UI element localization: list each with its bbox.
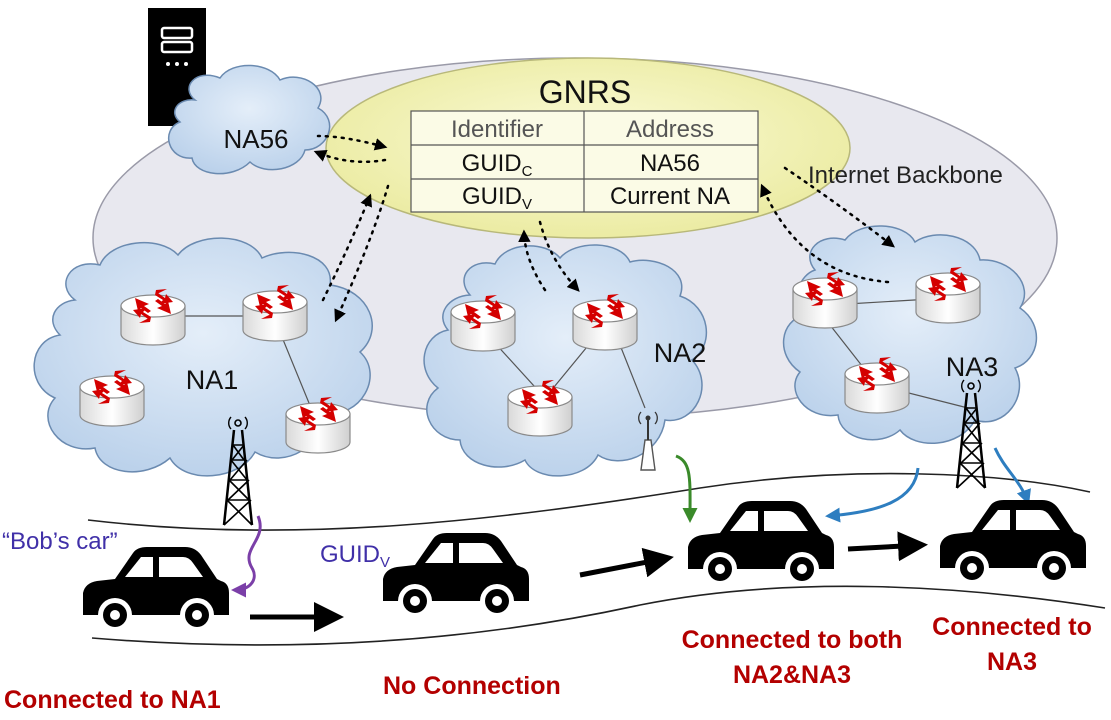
caption-na3-line1: Connected to xyxy=(932,613,1092,641)
caption-na3-line2: NA3 xyxy=(987,648,1037,676)
dotted-arrow xyxy=(783,166,895,248)
guid-v-label: GUIDV xyxy=(320,541,390,571)
table-row-1-address: NA56 xyxy=(640,150,700,177)
motion-arrow xyxy=(847,531,928,562)
gnrs-title: GNRS xyxy=(539,74,631,110)
bobs-car-label: “Bob’s car” xyxy=(2,528,118,555)
car-icon xyxy=(688,501,834,586)
table-row-2-identifier: GUIDV xyxy=(462,183,532,213)
caption-both-line2: NA2&NA3 xyxy=(733,661,851,689)
gnrs-table: Identifier Address GUIDC NA56 GUIDV Curr… xyxy=(410,110,759,213)
wireless-link-na3-to-car3 xyxy=(825,467,920,523)
table-row-1-identifier: GUIDC xyxy=(462,150,533,180)
car-icon xyxy=(83,547,229,632)
car-icon xyxy=(940,500,1086,585)
wireless-link-na1 xyxy=(231,515,262,598)
cloud-label-na56: NA56 xyxy=(223,124,288,154)
cloud-label-na1: NA1 xyxy=(186,365,239,395)
caption-both-line1: Connected to both xyxy=(682,626,903,654)
backbone-label: Internet Backbone xyxy=(808,162,1003,189)
table-header-address: Address xyxy=(626,116,714,143)
table-row-2-address: Current NA xyxy=(610,183,730,210)
caption-no-connection: No Connection xyxy=(383,672,561,700)
cloud-label-na2: NA2 xyxy=(654,338,707,368)
dotted-arrow xyxy=(538,220,580,292)
car-icon xyxy=(383,533,529,618)
wireless-link-na2 xyxy=(675,454,698,523)
wireless-link-na3-to-car4 xyxy=(993,447,1031,505)
dotted-arrow xyxy=(334,184,390,323)
dotted-arrow xyxy=(760,183,890,284)
road-edge-top xyxy=(87,472,1091,531)
cloud-label-na3: NA3 xyxy=(946,352,999,382)
dotted-arrow xyxy=(313,150,387,164)
road-edge-bottom xyxy=(91,585,1106,646)
cloud-na56 xyxy=(168,64,331,175)
motion-arrow xyxy=(579,547,674,578)
dotted-arrow xyxy=(518,229,547,292)
table-header-identifier: Identifier xyxy=(451,116,543,143)
dotted-arrow xyxy=(321,193,373,302)
wifi-access-point-icon xyxy=(638,411,658,471)
caption-connected-na1: Connected to NA1 xyxy=(4,686,221,714)
